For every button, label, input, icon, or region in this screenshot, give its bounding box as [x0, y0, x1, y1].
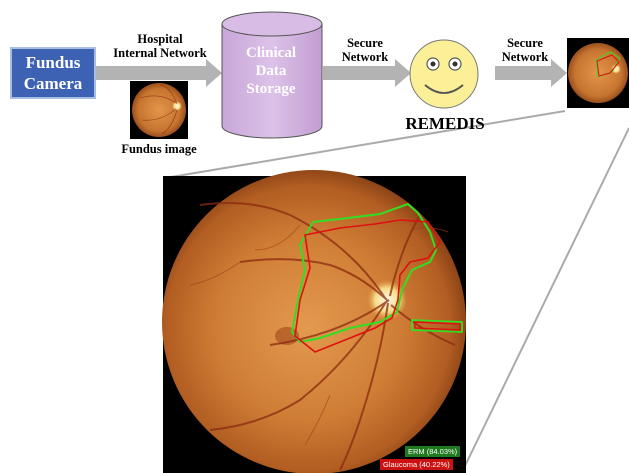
- remedis-smiley-icon: [410, 40, 478, 108]
- prediction-badge-glaucoma: Glaucoma (40.22%): [380, 459, 453, 470]
- edge-label-secure-network-2: Secure Network: [490, 36, 560, 64]
- prediction-badge-erm: ERM (84.03%): [405, 446, 460, 457]
- edge-label-hospital-line2: Internal Network: [98, 46, 222, 60]
- edge-label-secure1-line2: Network: [330, 50, 400, 64]
- clinical-data-storage-label: Clinical Data Storage: [222, 44, 320, 98]
- output-fundus-thumbnail: [567, 38, 629, 108]
- fundus-image-thumbnail: [130, 81, 188, 139]
- edge-label-secure-network-1: Secure Network: [330, 36, 400, 64]
- zoom-line-right: [463, 128, 629, 470]
- fundus-image-caption: Fundus image: [104, 142, 214, 156]
- storage-label-line1: Clinical: [222, 44, 320, 62]
- camera-label-line1: Fundus: [12, 52, 94, 73]
- storage-label-line3: Storage: [222, 80, 320, 98]
- fundus-camera-node: Fundus Camera: [10, 47, 96, 99]
- storage-label-line2: Data: [222, 62, 320, 80]
- edge-label-secure2-line2: Network: [490, 50, 560, 64]
- fundus-image-large: [162, 170, 466, 473]
- edge-label-hospital-line1: Hospital: [98, 32, 222, 46]
- camera-label-line2: Camera: [12, 73, 94, 94]
- edge-label-secure2-line1: Secure: [490, 36, 560, 50]
- edge-label-hospital-network: Hospital Internal Network: [98, 32, 222, 60]
- edge-label-secure1-line1: Secure: [330, 36, 400, 50]
- remedis-label: REMEDIS: [385, 114, 505, 134]
